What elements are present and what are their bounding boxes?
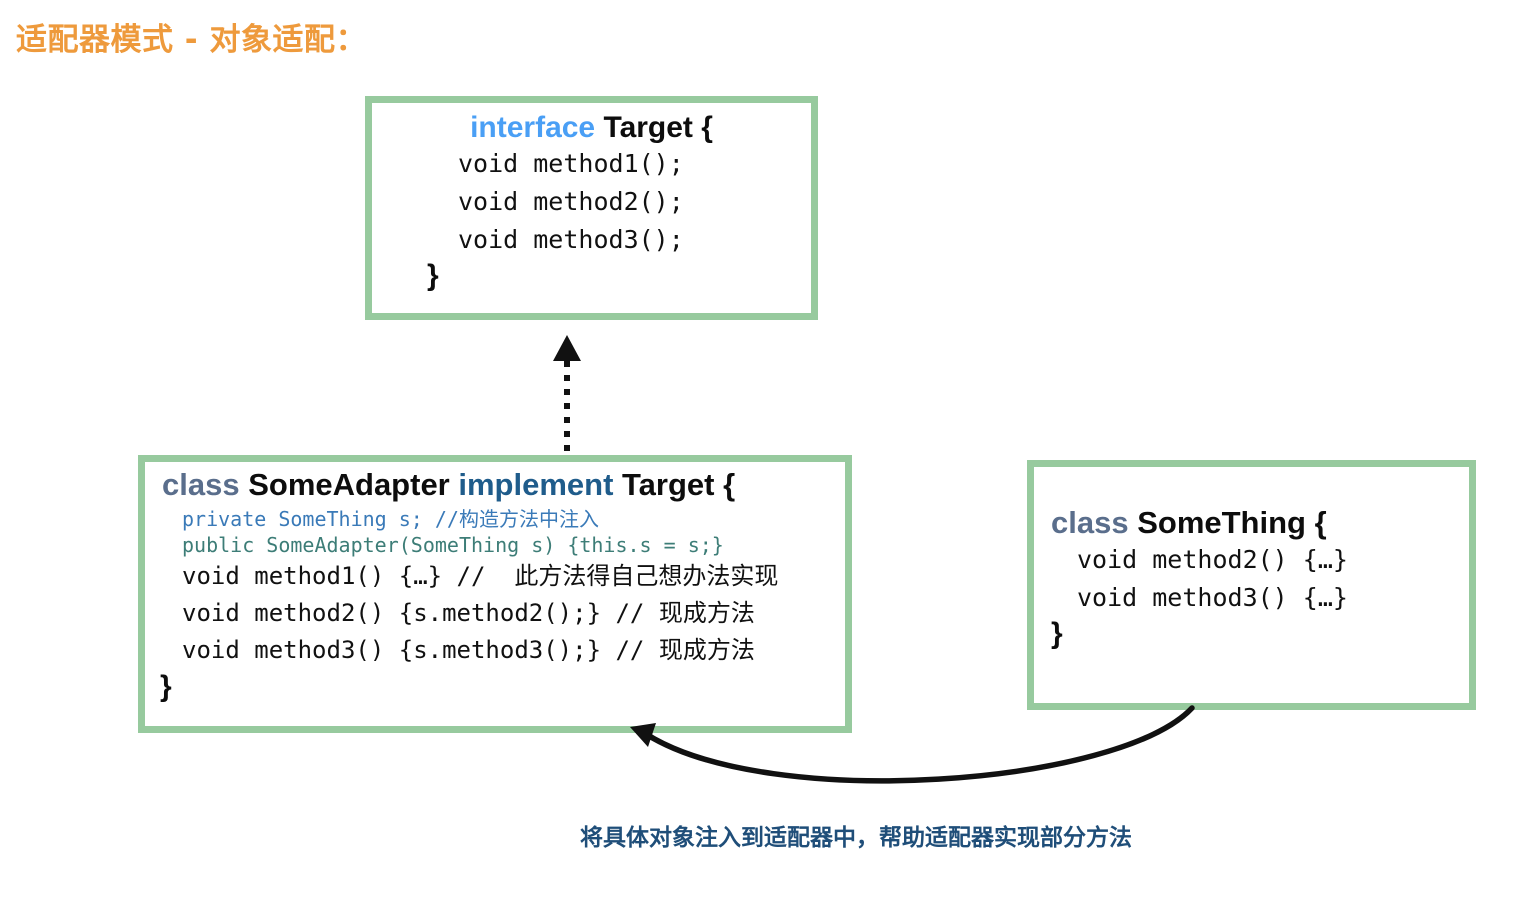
adapter-code-lines: private SomeThing s; //构造方法中注入 public So…: [145, 503, 845, 670]
keyword-class: class: [162, 467, 240, 502]
inject-caption: 将具体对象注入到适配器中，帮助适配器实现部分方法: [580, 825, 1132, 851]
keyword-implement: implement: [458, 467, 614, 502]
inject-arrow: [630, 705, 1195, 784]
something-class-box: class SomeThing { void method2() {…} voi…: [1027, 460, 1476, 710]
adapter-line-method3: void method3() {s.method3();} // 现成方法: [182, 636, 755, 665]
target-closing-brace: }: [427, 259, 439, 292]
something-closing-brace: }: [1051, 617, 1063, 650]
adapter-interface-name: Target {: [622, 467, 736, 502]
adapter-line-constructor: public SomeAdapter(SomeThing s) {this.s …: [182, 533, 724, 557]
something-box-content: class SomeThing { void method2() {…} voi…: [1034, 467, 1469, 652]
adapter-line-method1: void method1() {…} // 此方法得自己想办法实现: [182, 562, 779, 590]
keyword-class: class: [1051, 505, 1129, 540]
target-box-header: interface Target {: [372, 111, 811, 145]
adapter-box-header: class SomeAdapter implement Target {: [145, 462, 845, 503]
target-interface-box: interface Target { void method1(); void …: [365, 96, 818, 320]
target-method-1: void method1();: [458, 149, 684, 178]
page-title: 适配器模式 - 对象适配：: [16, 22, 367, 58]
adapter-line-method2: void method2() {s.method2();} // 现成方法: [182, 599, 755, 628]
something-class-name: SomeThing {: [1137, 505, 1327, 540]
something-method-2: void method2() {…}: [1077, 545, 1348, 574]
keyword-interface: interface: [470, 111, 596, 144]
target-method-2: void method2();: [458, 187, 684, 216]
adapter-line-field: private SomeThing s; //构造方法中注入: [182, 507, 599, 531]
something-method-3: void method3() {…}: [1077, 583, 1348, 612]
something-box-header: class SomeThing {: [1051, 505, 1469, 541]
adapter-closing-brace: }: [160, 669, 172, 703]
implements-arrow: [553, 335, 581, 465]
target-method-3: void method3();: [458, 225, 684, 254]
target-class-name: Target {: [603, 111, 713, 144]
adapter-class-box: class SomeAdapter implement Target { pri…: [138, 455, 852, 733]
adapter-class-name: SomeAdapter: [248, 467, 450, 502]
